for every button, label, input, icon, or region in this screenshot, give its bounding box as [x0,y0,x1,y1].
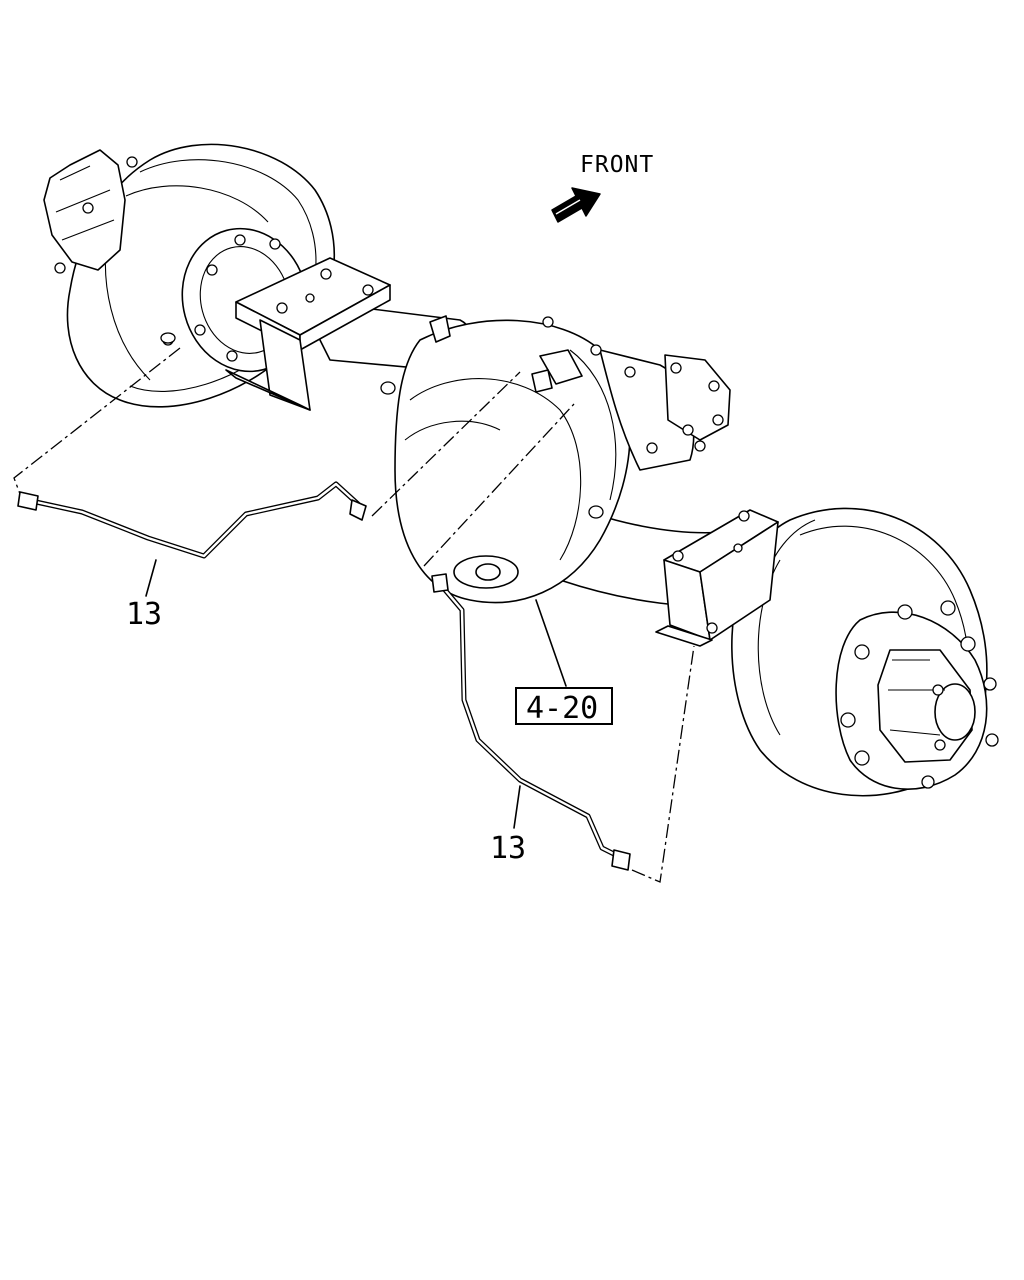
differential-carrier [590,344,731,471]
front-label: FRONT [580,152,654,178]
part-13-right-label: 13 [490,831,526,866]
right-brake-pipe [431,573,631,871]
right-brake-drum [731,507,999,797]
left-brake-pipe [17,481,367,559]
reference-box-label: 4-20 [526,691,598,726]
left-spring-seat [225,257,391,411]
part-13-left-label: 13 [126,597,162,632]
reference-box-4-20[interactable]: 4-20 [515,687,613,726]
front-direction-indicator: FRONT [551,152,654,223]
front-arrow-icon [551,187,601,223]
right-spring-seat [655,509,779,647]
connection-leader-lines [13,347,695,883]
callout-leaders [145,559,567,829]
